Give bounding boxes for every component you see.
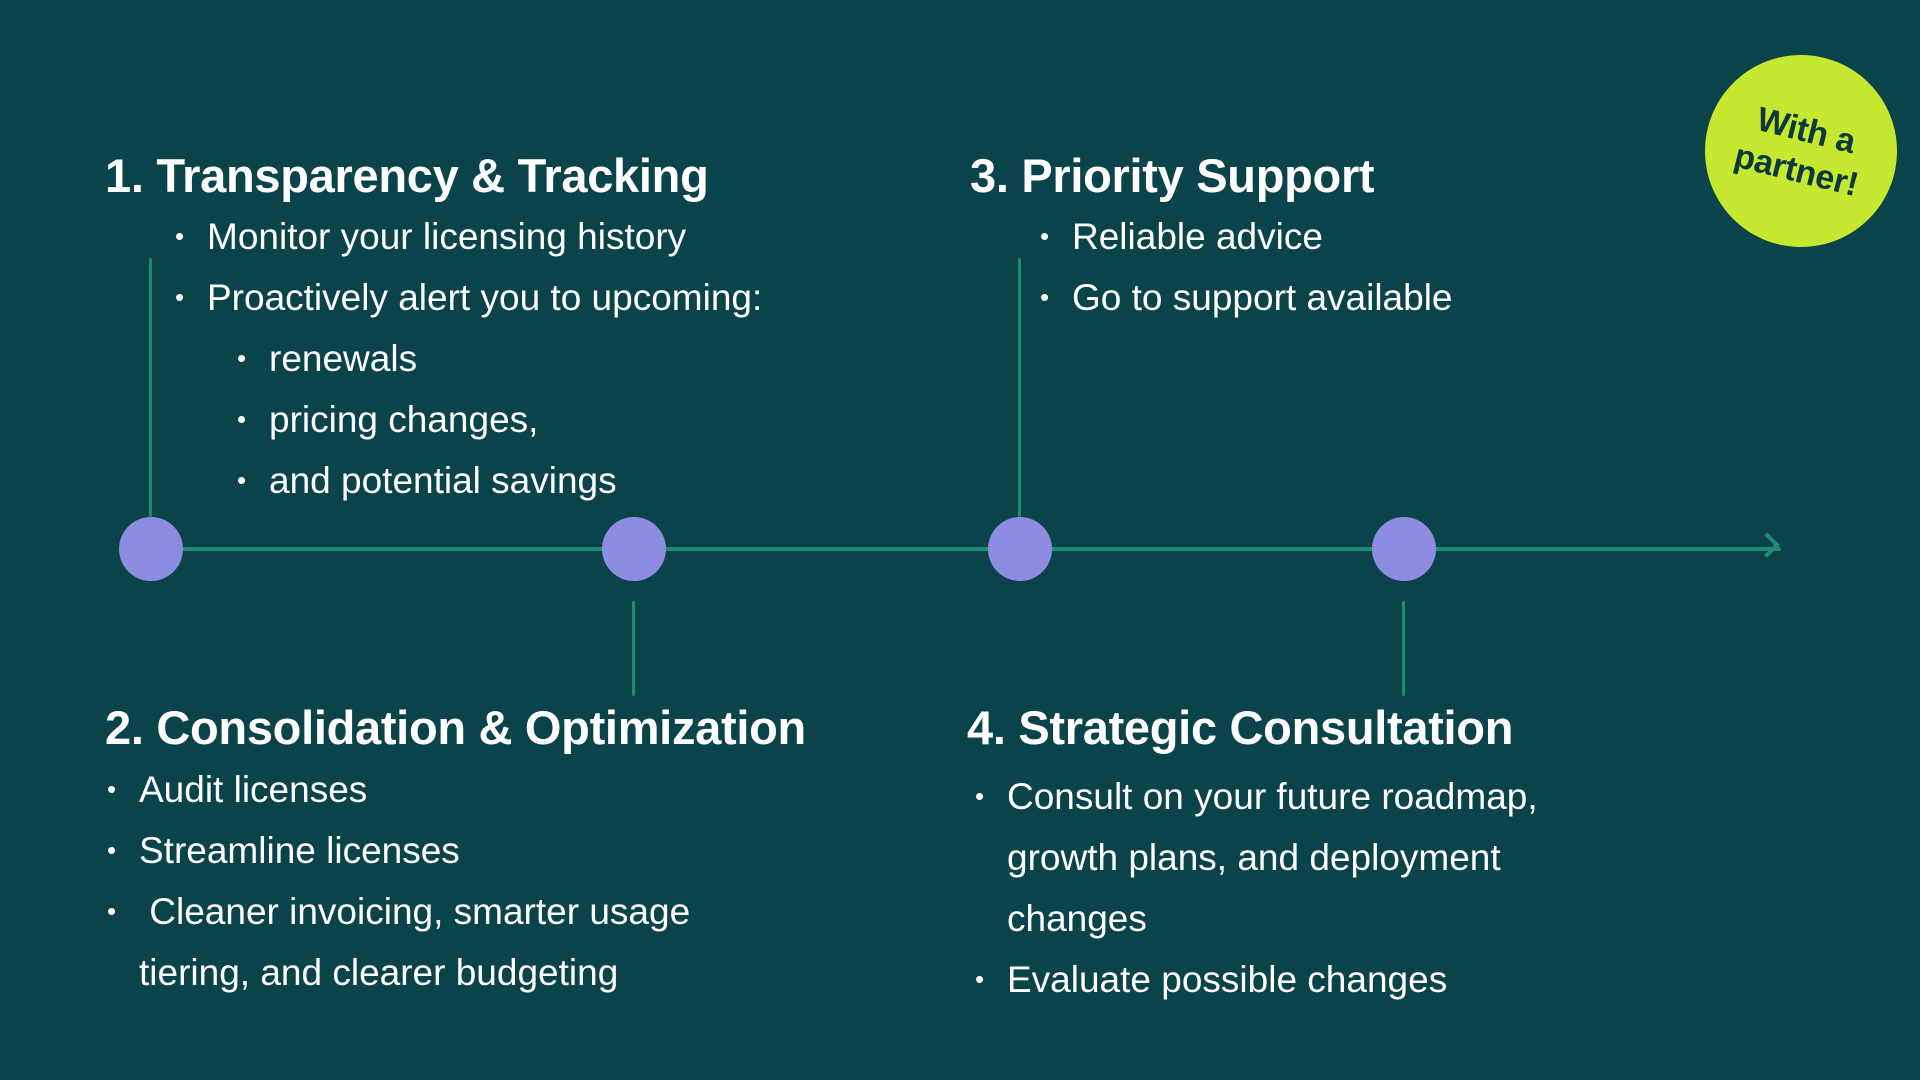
bullet-item: • Audit licenses (105, 759, 806, 820)
bullet-line: renewals (269, 338, 418, 379)
section-4-bullets: • Consult on your future roadmap, growth… (967, 766, 1538, 1010)
section-consolidation-optimization: 2. Consolidation & Optimization • Audit … (105, 700, 806, 1003)
bullet-line: growth plans, and deployment (1007, 837, 1501, 878)
bullet-icon: • (1040, 221, 1050, 251)
bullet-line: Consult on your future roadmap, (1007, 776, 1538, 817)
bullet-icon: • (237, 465, 247, 495)
bullet-item: • Streamline licenses (105, 820, 806, 881)
section-strategic-consultation: 4. Strategic Consultation • Consult on y… (967, 700, 1538, 1010)
section-transparency-tracking: 1. Transparency & Tracking • Monitor you… (105, 148, 762, 511)
bullet-text: Evaluate possible changes (1007, 949, 1447, 1010)
bullet-item: • Cleaner invoicing, smarter usage tieri… (105, 881, 806, 1003)
bullet-icon: • (107, 896, 117, 926)
bullet-line: tiering, and clearer budgeting (139, 952, 619, 993)
timeline-node-2 (602, 517, 666, 581)
bullet-icon: • (1040, 282, 1050, 312)
bullet-line: Cleaner invoicing, smarter usage (139, 891, 691, 932)
bullet-item: • Reliable advice (970, 206, 1453, 267)
bullet-item: • Monitor your licensing history (105, 206, 762, 267)
bullet-text: Reliable advice (1072, 206, 1323, 267)
partner-badge: With a partner! (1705, 55, 1897, 247)
timeline-node-1 (119, 517, 183, 581)
section-priority-support: 3. Priority Support • Reliable advice • … (970, 148, 1453, 328)
connector-line-1 (149, 258, 152, 517)
bullet-icon: • (107, 835, 117, 865)
bullet-text: renewals (269, 328, 417, 389)
bullet-line: changes (1007, 898, 1147, 939)
bullet-text: Cleaner invoicing, smarter usage tiering… (139, 881, 690, 1003)
section-3-title: 3. Priority Support (970, 149, 1375, 202)
bullet-text: Monitor your licensing history (207, 206, 686, 267)
sub-bullet-item: • renewals (105, 328, 762, 389)
bullet-icon: • (175, 282, 185, 312)
connector-line-3 (1018, 258, 1021, 517)
bullet-icon: • (175, 221, 185, 251)
connector-line-4 (1402, 601, 1405, 696)
section-1-title: 1. Transparency & Tracking (105, 149, 709, 202)
bullet-line: Audit licenses (139, 769, 368, 810)
bullet-icon: • (237, 343, 247, 373)
bullet-text: and potential savings (269, 450, 617, 511)
section-2-title: 2. Consolidation & Optimization (105, 701, 806, 754)
bullet-text: Audit licenses (139, 759, 367, 820)
timeline-node-3 (988, 517, 1052, 581)
section-2-bullets: • Audit licenses • Streamline licenses •… (105, 759, 806, 1003)
bullet-icon: • (237, 404, 247, 434)
bullet-item: • Proactively alert you to upcoming: (105, 267, 762, 328)
connector-line-2 (632, 601, 635, 696)
section-3-bullets: • Reliable advice • Go to support availa… (970, 206, 1453, 328)
bullet-icon: • (975, 781, 985, 811)
bullet-text: Go to support available (1072, 267, 1453, 328)
bullet-text: Proactively alert you to upcoming: (207, 267, 762, 328)
bullet-text: Consult on your future roadmap, growth p… (1007, 766, 1538, 949)
timeline-axis-line (151, 547, 1781, 551)
bullet-line: pricing changes, (269, 399, 539, 440)
bullet-line: Go to support available (1072, 277, 1453, 318)
bullet-item: • Go to support available (970, 267, 1453, 328)
bullet-item: • Consult on your future roadmap, growth… (967, 766, 1538, 949)
bullet-line: Streamline licenses (139, 830, 460, 871)
bullet-icon: • (975, 964, 985, 994)
bullet-line: Proactively alert you to upcoming: (207, 277, 763, 318)
bullet-item: • Evaluate possible changes (967, 949, 1538, 1010)
arrow-right-icon (1754, 532, 1780, 558)
bullet-text: Streamline licenses (139, 820, 460, 881)
timeline-node-4 (1372, 517, 1436, 581)
section-1-bullets: • Monitor your licensing history • Proac… (105, 206, 762, 511)
bullet-line: Evaluate possible changes (1007, 959, 1448, 1000)
partner-badge-text: With a partner! (1730, 96, 1872, 206)
bullet-line: Reliable advice (1072, 216, 1323, 257)
section-4-title: 4. Strategic Consultation (967, 701, 1514, 754)
bullet-line: Monitor your licensing history (207, 216, 687, 257)
bullet-line: and potential savings (269, 460, 617, 501)
bullet-icon: • (107, 774, 117, 804)
sub-bullet-item: • and potential savings (105, 450, 762, 511)
bullet-text: pricing changes, (269, 389, 538, 450)
sub-bullet-item: • pricing changes, (105, 389, 762, 450)
